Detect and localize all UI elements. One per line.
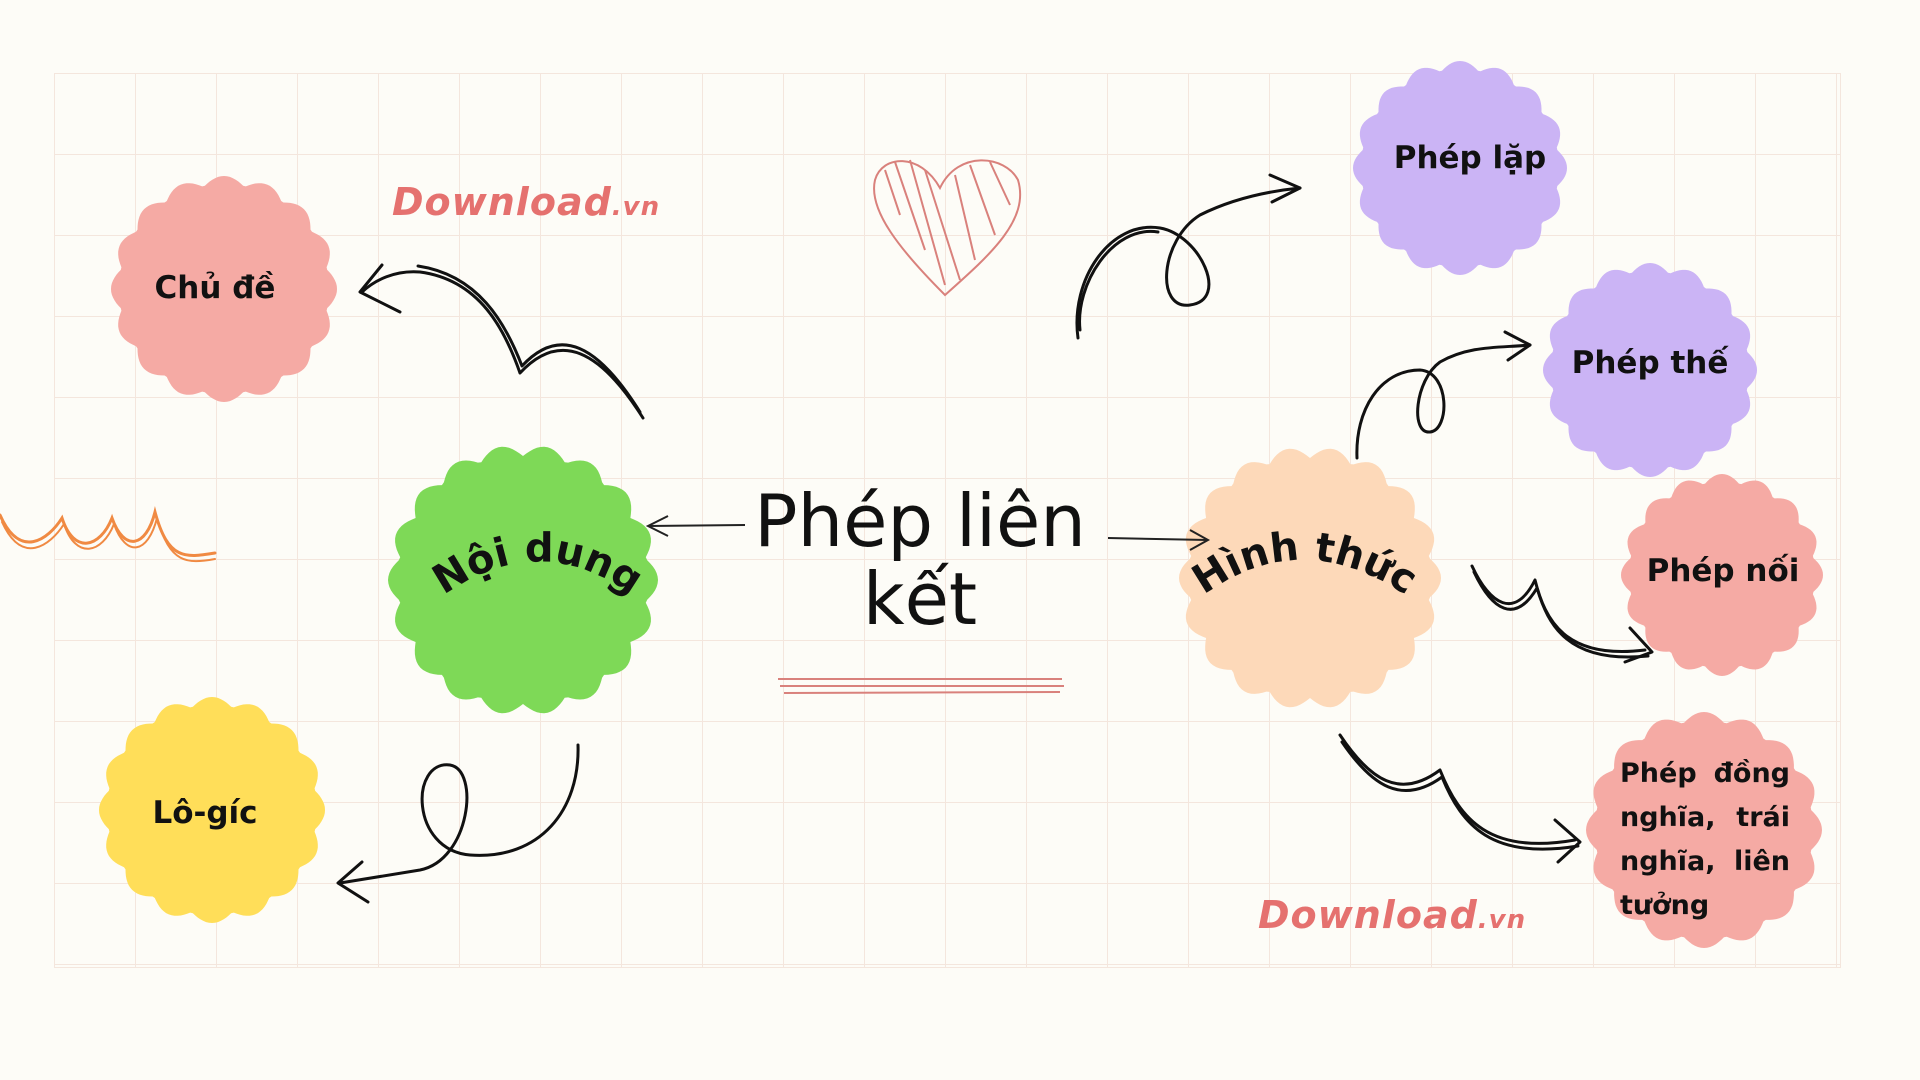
topic-node-label: Chủ đề <box>154 270 276 306</box>
arrow-content-to-logic <box>336 743 580 904</box>
logic-node-badge <box>99 697 325 923</box>
conjunction-node-label: Phép nối <box>1646 553 1800 589</box>
watermark-logo: Download.vn <box>1258 893 1527 937</box>
repetition-node-label: Phép lặp <box>1393 140 1547 176</box>
center-title: Phép liên kết <box>754 479 1086 641</box>
topic-node-badge <box>111 176 337 402</box>
title-underline <box>778 678 1064 694</box>
watermark-logo: Download.vn <box>392 180 661 224</box>
heart-icon <box>873 159 1022 297</box>
arrow-form-to-conjunction <box>1470 564 1654 664</box>
repetition-node-badge <box>1353 61 1567 275</box>
content-node-badge <box>388 446 658 714</box>
arrow-form-to-substitution <box>1355 330 1532 460</box>
synonym-node-badge <box>1586 712 1822 948</box>
arrow-form-to-repetition <box>1075 173 1302 340</box>
form-node-badge <box>1179 448 1441 708</box>
synonym-node-label: Phép đồng nghĩa, trái nghĩa, liên tưởng <box>1620 758 1790 921</box>
arrow-to-form <box>1107 529 1211 551</box>
substitution-node-label: Phép thế <box>1571 345 1729 381</box>
substitution-node-badge <box>1543 263 1757 477</box>
conjunction-node-badge <box>1621 474 1823 676</box>
logic-node-label: Lô-gíc <box>152 795 258 831</box>
arrow-form-to-synonym <box>1338 733 1582 864</box>
arrow-to-content <box>645 515 746 537</box>
arrow-content-to-topic <box>358 263 645 420</box>
